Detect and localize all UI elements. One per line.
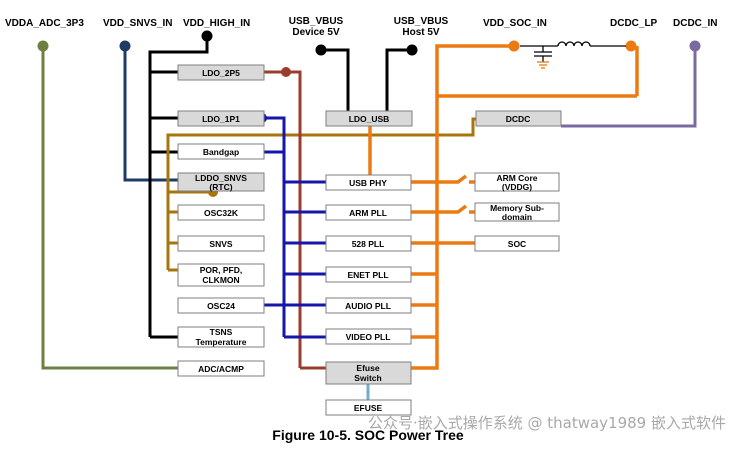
dcdc-block: [475, 110, 562, 127]
dcdc-lp-label: DCDC_LP: [610, 18, 658, 29]
enet-pll-block: [325, 266, 412, 283]
vdd-high-label: VDD_HIGH_IN: [183, 18, 250, 29]
ldo-2p5-label: LDO_2P5: [202, 68, 240, 78]
arm-core-block: [474, 172, 560, 192]
usb-vbus-device-terminal: [315, 44, 327, 56]
ground-symbol: [537, 61, 549, 69]
usb-vbus-host-label: USB_VBUS: [394, 16, 449, 27]
memory-subdomain-block: [474, 202, 560, 222]
vdd-high-wire: [148, 36, 209, 339]
vdd-soc-terminal: [508, 40, 520, 52]
efuse-switch-label: Efuse: [356, 363, 379, 373]
arm-core-sublabel: (VDDG): [502, 182, 532, 192]
usb-vbus-device-label: USB_VBUS: [289, 16, 344, 27]
dcdc-label: DCDC: [506, 114, 531, 124]
soc-label: SOC: [508, 239, 526, 249]
por-sublabel: CLKMON: [202, 275, 239, 285]
vdd-snvs-terminal: [119, 40, 131, 52]
ldo-2p5-block: [177, 64, 265, 81]
video-pll-label: VIDEO PLL: [346, 332, 391, 342]
snvs-label: SNVS: [209, 239, 232, 249]
arm-core-label: ARM Core: [496, 173, 537, 183]
vdd-soc-wire: [411, 44, 639, 370]
dcdc-lp-terminal: [625, 40, 637, 52]
vdd-high-terminal: [201, 30, 213, 42]
vdda-adc-terminal: [37, 40, 49, 52]
lddo-snvs-block: [177, 172, 265, 192]
ldo-usb-block: [325, 110, 413, 127]
usb-vbus-device-sublabel: Device 5V: [292, 27, 340, 38]
osc24-block: [177, 297, 265, 314]
vdd-soc-label: VDD_SOC_IN: [483, 18, 547, 29]
por-label: POR, PFD,: [200, 265, 243, 275]
arm-pll-label: ARM PLL: [349, 208, 387, 218]
dcdc-in-wire: [561, 46, 697, 128]
audio-pll-label: AUDIO PLL: [345, 301, 391, 311]
adc-acmp-block: [177, 360, 265, 377]
video-pll-block: [325, 328, 412, 345]
usb-vbus-host-terminal: [406, 44, 418, 56]
lddo-snvs-sublabel: (RTC): [209, 182, 232, 192]
memory-subdomain-sublabel: domain: [502, 212, 532, 222]
bandgap-block: [177, 143, 265, 160]
arm-pll-block: [325, 204, 412, 221]
lddo-snvs-label: LDDO_SNVS: [195, 173, 247, 183]
vdda-adc-wire: [41, 46, 178, 370]
inductor-symbol: [520, 41, 626, 47]
tsns-block: [177, 326, 265, 348]
usb-phy-label: USB PHY: [349, 178, 387, 188]
enet-pll-label: ENET PLL: [347, 270, 388, 280]
pll528-block: [325, 235, 412, 252]
ldo-usb-label: LDO_USB: [349, 114, 390, 124]
efuse-switch-sublabel: Switch: [354, 373, 381, 383]
ldo-1p1-block: [177, 110, 265, 127]
ldo-1p1-wire: [264, 116, 326, 339]
ldo-2p5-wire: [264, 70, 326, 370]
watermark: 公众号·嵌入式操作系统 @ thatway1989 嵌入式软件: [368, 414, 726, 432]
vdd-snvs-wire: [123, 46, 178, 182]
dcdc-in-terminal: [689, 40, 701, 52]
bandgap-label: Bandgap: [203, 147, 239, 157]
vdda-adc-label: VDDA_ADC_3P3: [5, 18, 84, 29]
ldo-2p5-junction: [281, 67, 291, 77]
audio-pll-block: [325, 297, 412, 314]
usb-phy-block: [325, 174, 412, 191]
figure-caption: Figure 10-5. SOC Power Tree: [272, 427, 464, 443]
osc32k-block: [177, 204, 265, 221]
efuse-switch-block: [325, 361, 412, 385]
tsns-label: TSNS: [210, 327, 233, 337]
osc32k-label: OSC32K: [204, 208, 239, 218]
vdd-snvs-label: VDD_SNVS_IN: [103, 18, 172, 29]
por-block: [177, 263, 265, 287]
efuse-label: EFUSE: [354, 403, 383, 413]
osc24-label: OSC24: [207, 301, 235, 311]
efuse-block: [325, 399, 412, 416]
gold-wire: [166, 117, 476, 272]
soc-block: [474, 235, 560, 252]
tsns-sublabel: Temperature: [196, 337, 247, 347]
snvs-block: [177, 235, 265, 252]
usb-vbus-wires: [321, 48, 412, 111]
pll528-label: 528 PLL: [352, 239, 385, 249]
dcdc-in-label: DCDC_IN: [673, 18, 717, 29]
usb-vbus-host-sublabel: Host 5V: [402, 27, 440, 38]
ldo-1p1-label: LDO_1P1: [202, 114, 240, 124]
capacitor-symbol: [534, 46, 552, 62]
memory-subdomain-label: Memory Sub-: [490, 203, 544, 213]
adc-acmp-label: ADC/ACMP: [198, 364, 244, 374]
